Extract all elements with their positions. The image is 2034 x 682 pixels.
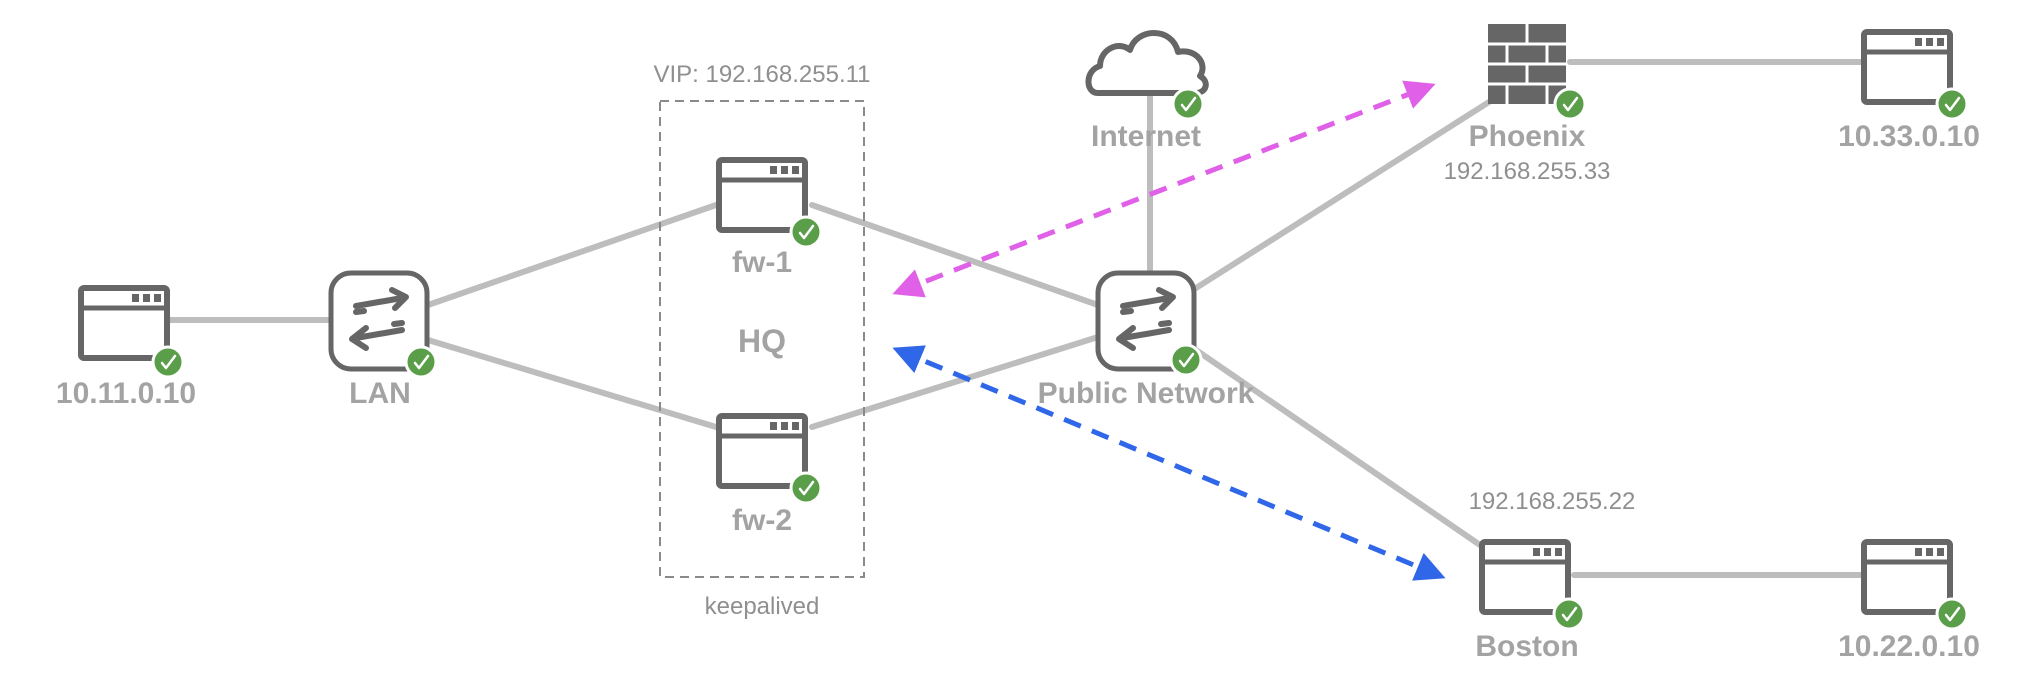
node-label: fw-2: [732, 504, 792, 537]
link-public-phoenix: [1193, 92, 1503, 291]
check-icon: [789, 471, 823, 505]
cluster-name-label: HQ: [738, 323, 786, 359]
cluster-box: [659, 100, 865, 578]
check-icon: [1171, 87, 1205, 121]
node-lan[interactable]: LAN: [331, 273, 438, 410]
cloud-icon: [1085, 30, 1209, 96]
node-public-network[interactable]: Public Network: [1038, 273, 1255, 410]
firewall-icon: [1488, 24, 1566, 104]
node-label: Phoenix: [1469, 120, 1586, 153]
check-icon: [789, 215, 823, 249]
check-icon: [151, 345, 185, 379]
check-icon: [1552, 597, 1586, 631]
node-host-boston[interactable]: 10.22.0.10: [1838, 542, 1980, 663]
cluster-vip-label: VIP: 192.168.255.11: [653, 61, 870, 88]
node-host-hq[interactable]: 10.11.0.10: [56, 288, 196, 410]
check-icon: [1935, 87, 1969, 121]
node-label: 10.33.0.10: [1838, 120, 1980, 153]
server-icon: [1482, 542, 1568, 612]
check-icon: [1553, 87, 1587, 121]
link-lan-fw2: [425, 337, 719, 430]
link-lan-fw1: [425, 202, 719, 308]
server-icon: [1864, 32, 1950, 102]
node-label: LAN: [349, 377, 411, 410]
server-icon: [719, 416, 805, 486]
node-host-phoenix[interactable]: 10.33.0.10: [1838, 32, 1980, 153]
link-fw1-public: [809, 202, 1101, 308]
server-icon: [719, 160, 805, 230]
check-icon: [1935, 597, 1969, 631]
node-fw1[interactable]: fw-1: [719, 160, 823, 279]
node-phoenix[interactable]: Phoenix 192.168.255.33: [1444, 24, 1611, 185]
node-label: Boston: [1475, 630, 1578, 663]
cluster-footer-label: keepalived: [705, 593, 820, 620]
node-boston[interactable]: 192.168.255.22 Boston: [1469, 488, 1636, 663]
node-internet[interactable]: Internet: [1085, 30, 1209, 153]
node-label: Public Network: [1038, 377, 1255, 410]
server-icon: [1864, 542, 1950, 612]
node-label: Internet: [1091, 120, 1201, 153]
check-icon: [404, 345, 438, 379]
node-label: 10.22.0.10: [1838, 630, 1980, 663]
check-icon: [1169, 343, 1203, 377]
tunnel-phoenix-arrow: [892, 80, 1436, 298]
node-label: fw-1: [732, 246, 792, 279]
server-icon: [81, 288, 167, 358]
node-ip-label: 192.168.255.33: [1444, 158, 1611, 185]
node-label: 10.11.0.10: [56, 377, 196, 410]
node-ip-label: 192.168.255.22: [1469, 488, 1636, 515]
tunnel-boston-arrow: [892, 345, 1446, 581]
node-fw2[interactable]: fw-2: [719, 416, 823, 537]
